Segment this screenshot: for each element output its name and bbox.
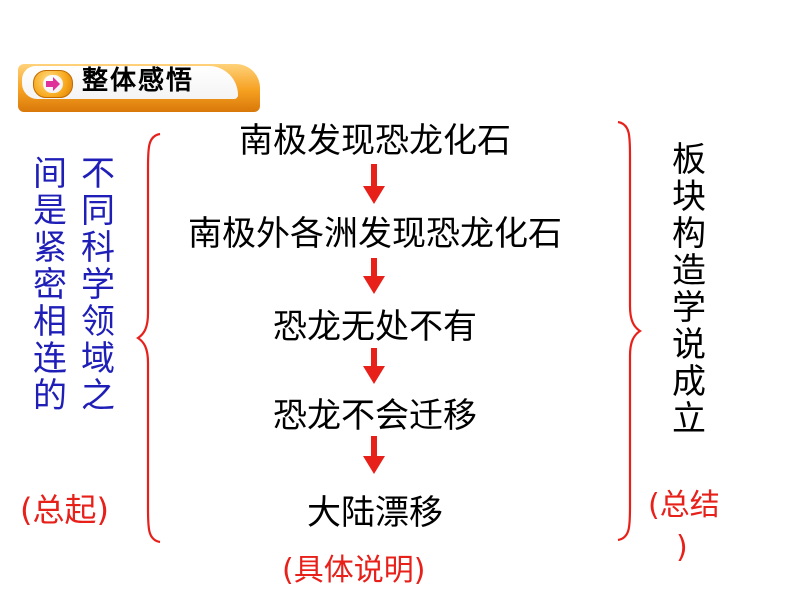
right-column-char: 板 (672, 140, 706, 180)
left-brace (136, 132, 161, 544)
left-column-1-char: 领 (81, 302, 115, 342)
right-column-char: 立 (672, 399, 706, 439)
bottom-note: (具体说明) (282, 553, 426, 588)
left-column-2-char: 的 (33, 376, 67, 416)
down-arrow-icon (363, 164, 385, 204)
left-note: (总起) (20, 491, 109, 529)
right-brace (617, 120, 642, 542)
left-column-2-char: 连 (33, 339, 67, 379)
left-column-2-char: 紧 (33, 228, 67, 268)
left-column-2-char: 是 (33, 191, 67, 231)
right-note-line1: (总结 (648, 488, 720, 523)
right-arrow-icon (46, 77, 60, 91)
header-icon-button (33, 70, 73, 98)
right-column-char: 造 (672, 251, 706, 291)
flow-step-4: 恐龙不会迁移 (273, 396, 477, 436)
left-column-1-char: 不 (81, 154, 115, 194)
left-column-1-char: 之 (81, 376, 115, 416)
right-note-line2: ) (676, 530, 688, 565)
flow-step-2: 南极外各洲发现恐龙化石 (188, 214, 562, 254)
right-column-char: 成 (672, 362, 706, 402)
left-column-2: 间 是 紧 密 相 连 的 (30, 156, 70, 415)
left-column-2-char: 相 (33, 302, 67, 342)
left-column-2-char: 间 (33, 154, 67, 194)
right-column-char: 学 (672, 288, 706, 328)
flow-step-5: 大陆漂移 (307, 493, 443, 533)
left-column-2-char: 密 (33, 265, 67, 305)
right-column: 板 块 构 造 学 说 成 立 (669, 142, 709, 438)
header-icon-inner (43, 75, 63, 93)
down-arrow-icon (363, 436, 385, 474)
right-column-char: 说 (672, 325, 706, 365)
right-column-char: 块 (672, 177, 706, 217)
down-arrow-icon (363, 348, 385, 384)
left-column-1: 不 同 科 学 领 域 之 (78, 156, 118, 415)
flow-step-1: 南极发现恐龙化石 (239, 121, 511, 161)
left-column-1-char: 域 (81, 339, 115, 379)
left-column-1-char: 同 (81, 191, 115, 231)
flow-step-3: 恐龙无处不有 (273, 307, 477, 347)
flow-arrows (363, 164, 385, 474)
left-column-1-char: 学 (81, 265, 115, 305)
header-title: 整体感悟 (82, 66, 195, 96)
down-arrow-icon (363, 258, 385, 294)
right-column-char: 构 (672, 214, 706, 254)
left-column-1-char: 科 (81, 228, 115, 268)
